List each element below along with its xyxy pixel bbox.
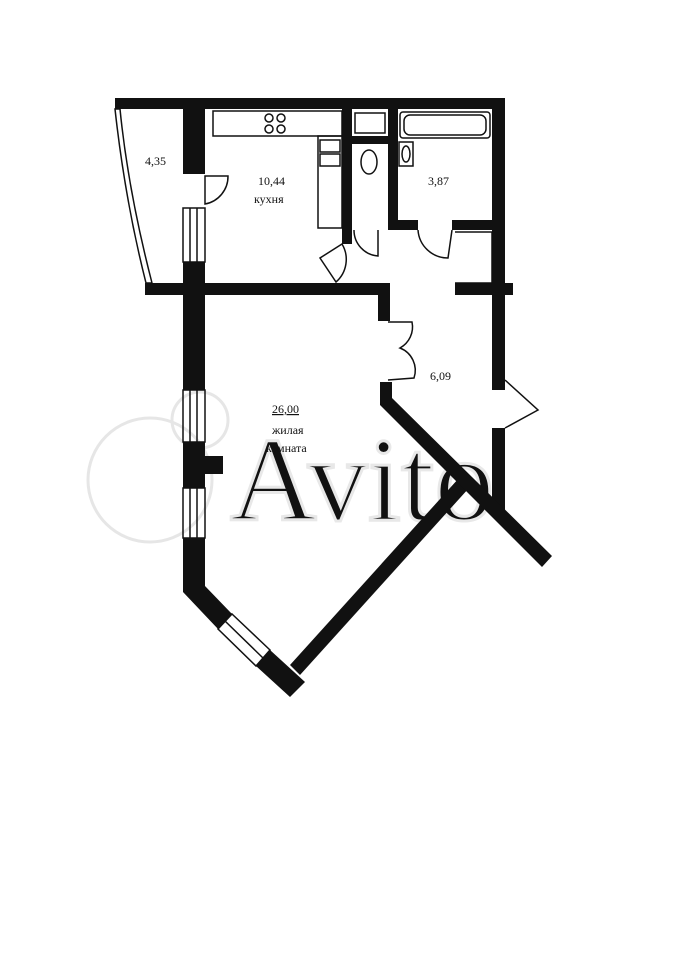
entrance-door [504, 379, 540, 429]
bath-door [417, 229, 453, 259]
wall-kitchen-bath [342, 109, 352, 244]
living-label-line1: жилая [271, 423, 304, 437]
wall-hall-stub [378, 283, 390, 321]
toilet-door [353, 229, 379, 257]
balcony-outline [114, 108, 153, 284]
kitchen-area: 10,44 [258, 174, 285, 188]
kitchen-counter [212, 110, 343, 229]
bath-sink [398, 141, 414, 167]
wall-living-diagonal [290, 478, 469, 675]
wall-bath-bottom-right [452, 220, 497, 230]
wall-living-left-top [183, 295, 205, 390]
balcony-area: 4,35 [145, 154, 166, 168]
hall-area: 6,09 [430, 369, 451, 383]
wall-living-pier [183, 442, 205, 488]
kitchen-window [182, 207, 206, 263]
living-label-line2: комната [266, 441, 307, 455]
wall-hall-diagonal [380, 382, 552, 567]
wall-bath-bottom [388, 220, 418, 230]
wall-kitchen-left [183, 98, 205, 174]
wall-living-left-bottom [183, 538, 232, 629]
wall-living-bottom-corner [256, 650, 305, 697]
living-area: 26,00 [272, 402, 299, 416]
wall-kitchen-living [145, 283, 390, 295]
hall-closet [455, 231, 493, 284]
balcony-door [204, 175, 229, 205]
wall-right-lower [492, 428, 505, 510]
wall-top [115, 98, 505, 109]
kitchen-label: кухня [254, 192, 284, 206]
toilet [352, 112, 388, 175]
kitchen-door [318, 242, 348, 284]
living-window-upper [182, 389, 206, 443]
bathtub [399, 111, 491, 139]
wall-toilet-bath [388, 109, 398, 229]
living-window-corner [216, 612, 272, 668]
watermark-text: Avito [230, 413, 494, 546]
living-window-lower [182, 487, 206, 539]
wall-living-pier-stub [205, 456, 223, 474]
living-door [387, 321, 416, 381]
bath-area: 3,87 [428, 174, 449, 188]
wall-right-upper [492, 98, 505, 390]
watermark: Avito [86, 390, 496, 548]
